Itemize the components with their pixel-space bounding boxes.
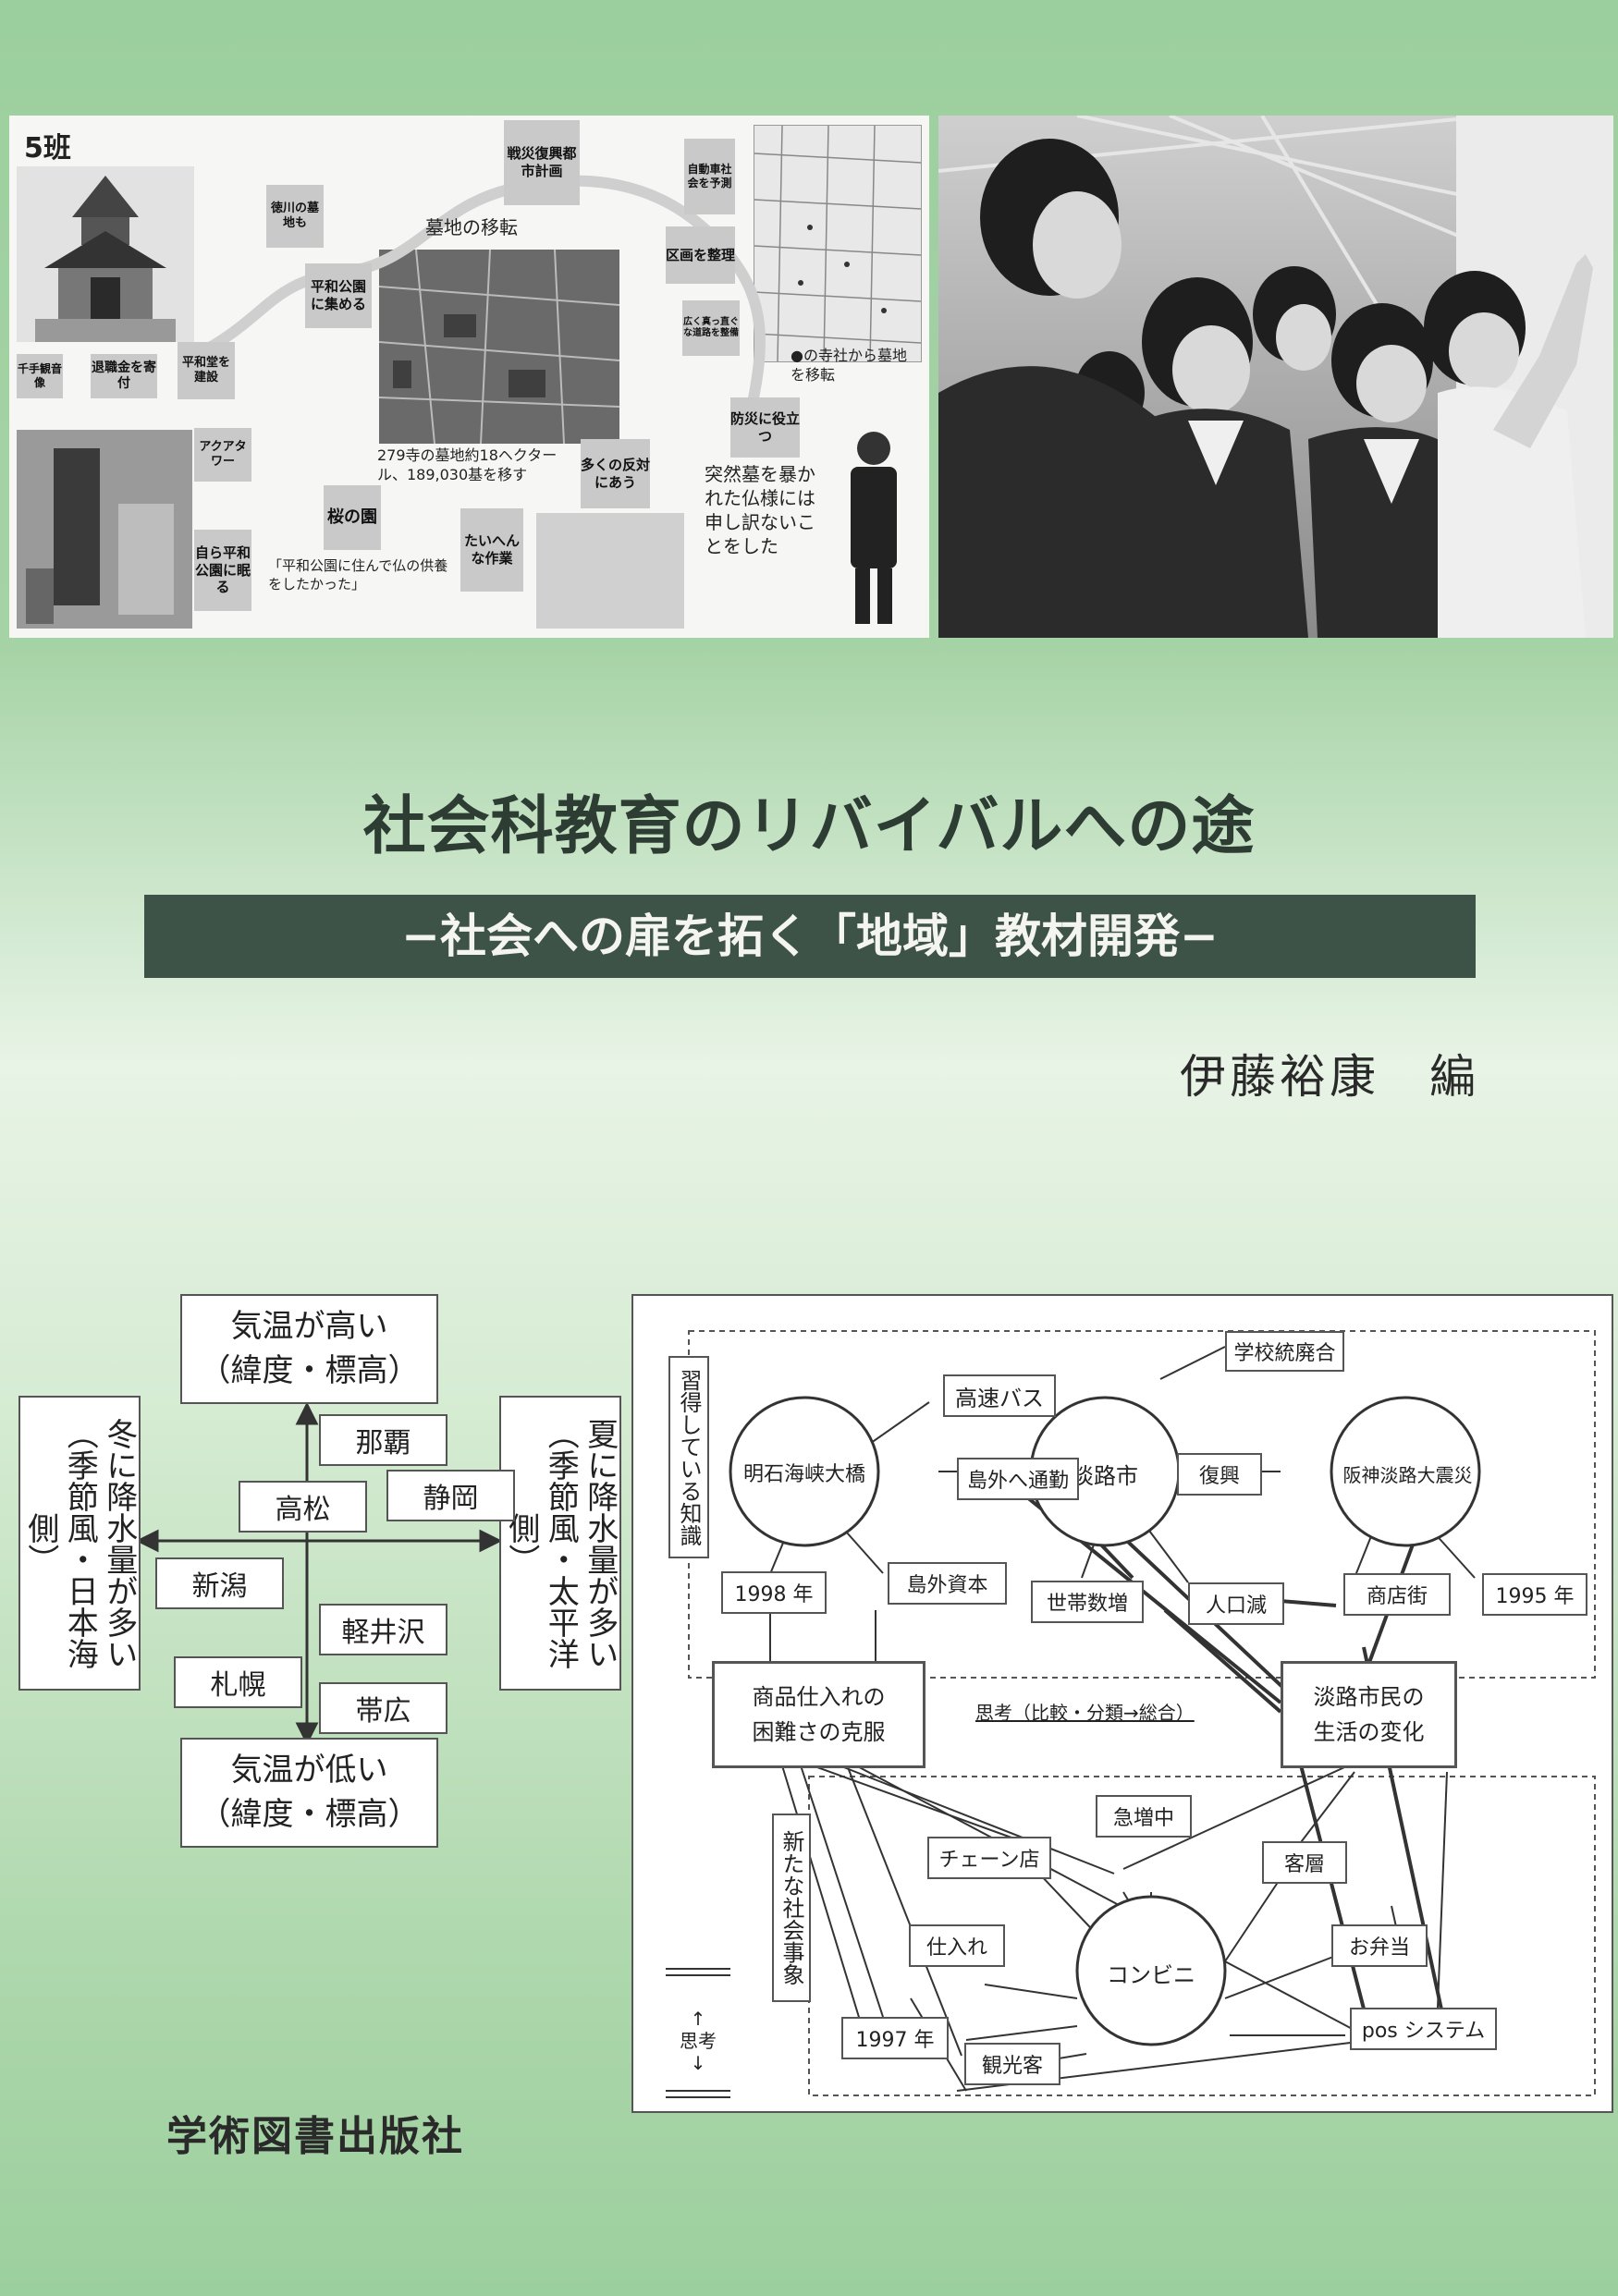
box-heiwado: 平和堂を建設 (178, 342, 235, 399)
thinking-label: 思考 (680, 2030, 717, 2052)
circle-awaji-city: 淡路市 (1072, 1463, 1138, 1489)
climate-diagram: 気温が高い （緯度・標高） 気温が低い （緯度・標高） 冬に降水量が多い（季節風… (0, 1285, 638, 1848)
node-gakko: 学校統廃合 (1225, 1331, 1344, 1372)
concept-circles (729, 1396, 1481, 2046)
up-arrow-icon: ↑ (690, 2008, 706, 2030)
summer-precip-text: 夏に降水量が多い（季節風・太平洋側） (502, 1417, 619, 1669)
box-hiroku: 広く真っ直ぐな道路を整備 (682, 300, 740, 356)
aerial-map-icon (378, 249, 620, 445)
box-heiwa-koen: 平和公園に集める (305, 263, 372, 328)
city-sapporo: 札幌 (174, 1656, 302, 1708)
caption-temples: ●の寺社から墓地を移転 (791, 347, 907, 384)
node-kyakuso: 客層 (1262, 1841, 1347, 1884)
node-chain: チェーン店 (927, 1837, 1051, 1879)
box-taihen: たいへんな作業 (460, 508, 523, 592)
students-photo (938, 116, 1613, 638)
node-1997: 1997 年 (841, 2017, 949, 2059)
box-low-temp: 気温が低い （緯度・標高） (180, 1738, 438, 1848)
side-label-knowledge: 習得している知識 (668, 1356, 709, 1558)
node-tosyushihon: 島外資本 (888, 1562, 1007, 1605)
tombstone-photo (17, 430, 192, 629)
editor-name: 伊藤裕康 編 (1180, 1050, 1479, 1104)
box-jira: 自ら平和公園に眠る (194, 530, 251, 611)
node-jinko: 人口減 (1188, 1582, 1284, 1625)
node-obento: お弁当 (1331, 1924, 1428, 1967)
circle-earthquake: 阪神淡路大震災 (1342, 1464, 1473, 1486)
side-label-new-text: 新たな社会事象 (778, 1830, 804, 1985)
concept-map: 習得している知識 新たな社会事象 ↑ 思考 ↓ 明石海峡大橋 淡路市 阪神淡路大… (631, 1294, 1613, 2113)
side-label-knowledge-text: 習得している知識 (676, 1368, 702, 1546)
street-map (754, 125, 922, 362)
caption-title: 墓地の移転 (425, 216, 518, 238)
city-karuizawa: 軽井沢 (319, 1604, 447, 1655)
node-kyuzo: 急増中 (1096, 1795, 1192, 1838)
person-icon (851, 432, 897, 624)
circle-akashi: 明石海峡大橋 (742, 1463, 865, 1486)
pagoda-icon (17, 166, 194, 342)
thinking-arrow: ↑ 思考 ↓ (670, 2008, 726, 2074)
circle-konbini: コンビニ (1107, 1962, 1195, 1988)
box-taishoku: 退職金を寄付 (91, 354, 157, 398)
publisher-name: 学術図書出版社 (166, 2113, 464, 2160)
climate-axes (135, 1401, 503, 1746)
pagoda-photo (17, 166, 194, 342)
book-title: 社会科教育のリバイバルへの途 (362, 790, 1256, 863)
concept-links (766, 1346, 1476, 2092)
box-high-temp: 気温が高い （緯度・標高） (180, 1294, 438, 1404)
node-shohin: 商品仕入れの 困難さの克服 (712, 1661, 925, 1768)
box-tokugawa: 徳川の墓地も (266, 185, 324, 248)
box-jidosha: 自動車社会を予測 (684, 139, 735, 214)
node-awaji: 淡路市民の 生活の変化 (1281, 1661, 1457, 1768)
city-takamatsu: 高松 (239, 1481, 367, 1533)
node-kosoku: 高速バス (943, 1374, 1056, 1417)
box-ooku: 多くの反対にあう (581, 439, 650, 508)
book-subtitle: −社会への扉を拓く「地域」教材開発− (144, 895, 1476, 978)
box-senju: 千手観音像 (17, 354, 63, 398)
side-label-new: 新たな社会事象 (772, 1814, 811, 2002)
node-shotengai: 商店街 (1343, 1573, 1451, 1616)
node-1998: 1998 年 (721, 1571, 827, 1614)
node-tosyugai: 島外へ通勤 (957, 1458, 1079, 1500)
concept-map-svg (666, 1330, 1596, 2098)
box-bosai: 防災に役立つ (730, 397, 800, 458)
aerial-photo (378, 249, 620, 445)
presenter-photo (823, 421, 925, 629)
group-label: 5班 (24, 132, 71, 165)
caption-apology: 突然墓を暴かれた仏様には申し訳ないことをした (705, 463, 815, 557)
city-shizuoka: 静岡 (386, 1470, 515, 1521)
box-sensai: 戦災復興都市計画 (504, 120, 580, 205)
box-winter-precip: 冬に降水量が多い（季節風・日本海側） (18, 1396, 141, 1691)
students-illustration (938, 116, 1613, 638)
box-sakura: 桜の園 (324, 485, 381, 550)
node-shiko: 思考（比較・分類→総合） (975, 1702, 1195, 1724)
node-pos: pos システム (1350, 2008, 1497, 2050)
caption-count: 279寺の墓地約18ヘクタール、189,030基を移す (377, 446, 558, 483)
grid-map-icon (754, 125, 922, 362)
box-summer-precip: 夏に降水量が多い（季節風・太平洋側） (499, 1396, 621, 1691)
down-arrow-icon: ↓ (690, 2052, 706, 2074)
winter-precip-text: 冬に降水量が多い（季節風・日本海側） (21, 1417, 138, 1669)
region-new-phenomena (808, 1776, 1596, 2096)
node-setai: 世帯数増 (1031, 1581, 1144, 1623)
node-kanko: 観光客 (964, 2043, 1060, 2085)
node-1995: 1995 年 (1482, 1573, 1587, 1616)
concept-map-photo: 5班 (9, 116, 929, 638)
box-akua: アクアタワー (194, 428, 251, 482)
city-naha: 那覇 (319, 1414, 447, 1466)
tombstone-icon (17, 430, 192, 629)
city-niigata: 新潟 (155, 1557, 284, 1609)
node-fukko: 復興 (1177, 1453, 1262, 1496)
node-shiire: 仕入れ (909, 1924, 1005, 1967)
city-obihiro: 帯広 (319, 1682, 447, 1734)
box-kukaku: 区画を整理 (666, 226, 735, 284)
caption-quote: 「平和公園に住んで仏の供養をしたかった」 (268, 557, 448, 592)
work-photo (536, 513, 684, 629)
